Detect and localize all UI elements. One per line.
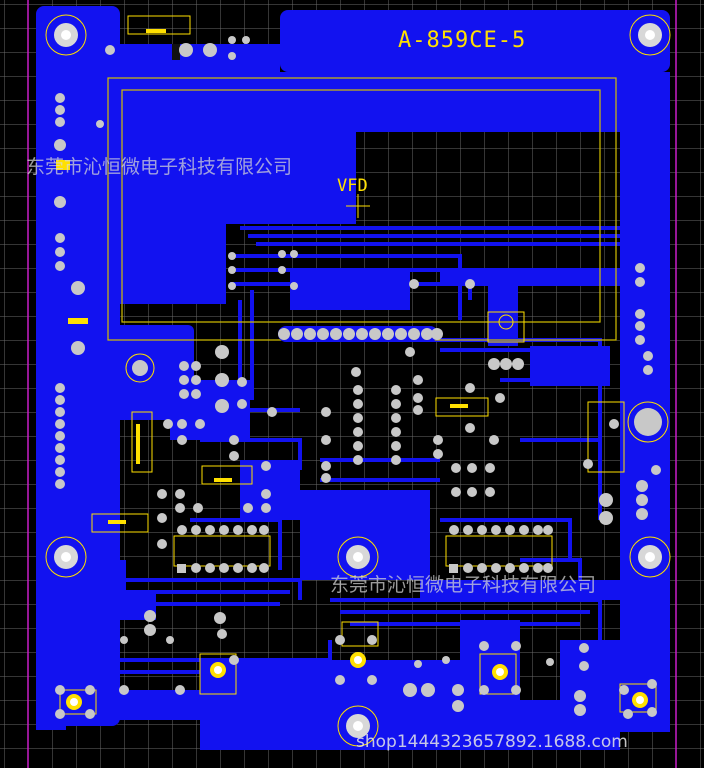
mounting-hole [45,14,87,56]
watermark-shop-url: shop1444323657892.1688.com [356,732,628,752]
mounting-hole [629,14,671,56]
mounting-hole [337,536,379,578]
mounting-hole [337,705,379,747]
copper-traces [70,226,652,680]
ic-footprint-center [353,385,401,465]
ic-footprint-right [449,525,553,573]
vfd-label: VFD [337,176,368,196]
watermark-company-top: 东莞市沁恒微电子科技有限公司 [26,156,292,178]
mounting-hole [45,536,87,578]
vfd-pin-header [278,326,443,342]
board-model-label: A-859CE-5 [398,28,526,53]
left-connector [54,93,85,489]
vfd-center-mark [346,194,370,218]
plated-holes [66,360,662,710]
mounting-hole [629,536,671,578]
ic-footprint-mid-right [451,463,495,497]
misc-pads [55,36,661,719]
copper-pour [36,6,670,750]
component-bodies [56,29,468,524]
mounting-holes [45,14,671,747]
silkscreen-outlines [59,15,669,715]
watermark-company-middle: 东莞市沁恒微电子科技有限公司 [330,574,596,596]
ic-footprint-left [177,525,269,573]
